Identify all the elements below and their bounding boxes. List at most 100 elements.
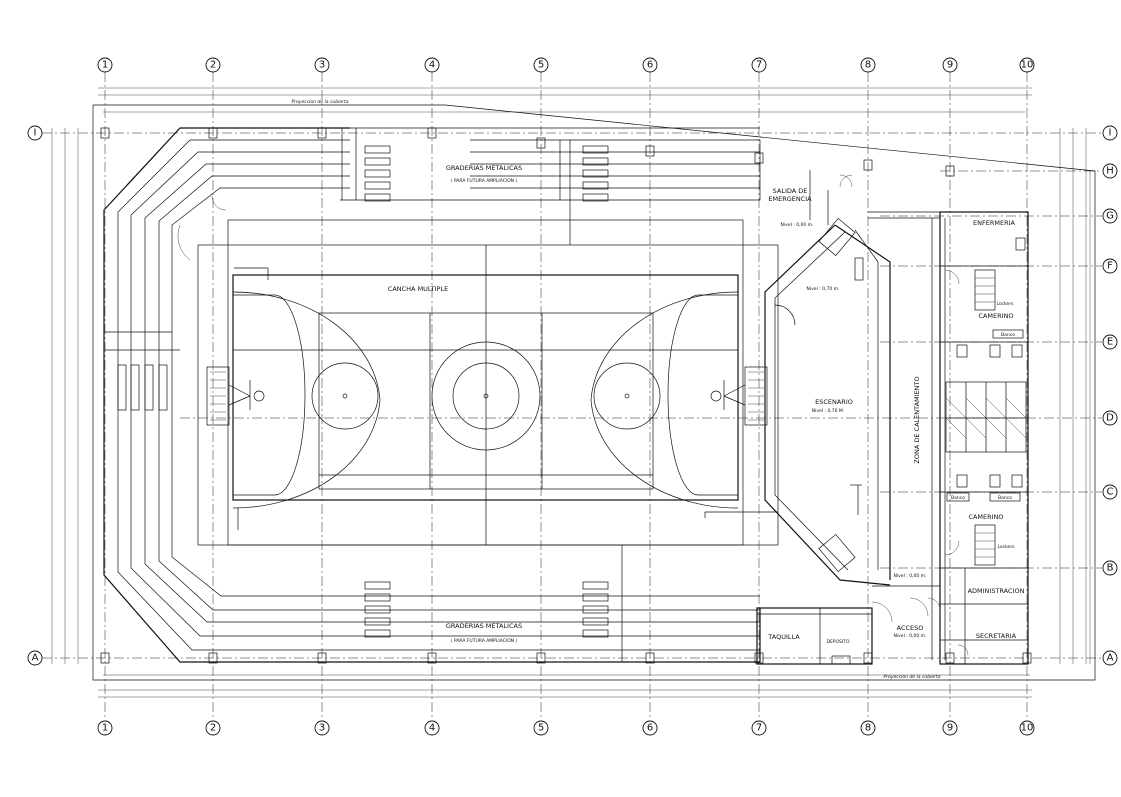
bleachers-top-label: GRADERIAS METALICAS [446,164,522,172]
entrance-area: TAQUILLA DEPOSITO ACCESO Nivel : 0,00 m. [756,585,941,665]
court-label: CANCHA MULTIPLE [388,285,448,293]
basketball-court: CANCHA MULTIPLE [197,219,779,546]
grid-bubble-col-7-bottom [751,720,767,736]
grid-bubble-row-F-right [1102,258,1118,274]
ramp-level: Nivel : 0,70 m. [807,286,840,292]
grid-label-col-2-top: 2 [210,60,216,71]
grid-label-col-3-bottom: 3 [319,723,325,734]
grid-bubble-col-10-bottom [1019,720,1035,736]
grid-bubble-row-H-right [1102,163,1118,179]
grid-label-row-D-right: D [1106,413,1114,424]
grid-bubble-col-5-bottom [533,720,549,736]
row-bubbles-right: A B C D E F G H I [1102,125,1118,666]
grid-bubble-col-8-top [860,57,876,73]
stage-area: ESCENARIO Nivel : 0,70 M. Nivel : 0,70 m… [764,170,927,586]
grid-bubble-col-1-top [97,57,113,73]
access-side-level: Nivel : 0,00 m. [894,573,927,579]
bleachers-top-note: ( PARA FUTURA AMPLIACION ) [451,178,518,184]
grid-bubble-col-5-top [533,57,549,73]
grid-bubble-row-A-left [27,650,43,666]
grid-bubble-row-C-right [1102,484,1118,500]
infirmary-label: ENFERMERIA [973,219,1015,227]
grid-bubble-col-10-top [1019,57,1035,73]
emergency-exit-label-line1: SALIDA DE [773,187,808,195]
grid-label-col-7-bottom: 7 [756,723,762,734]
grid-bubble-col-2-bottom [205,720,221,736]
grid-bubble-row-E-right [1102,334,1118,350]
grid-bubble-row-D-right [1102,410,1118,426]
grid-label-row-A-left: A [32,653,39,664]
grid-bubble-row-B-right [1102,560,1118,576]
emergency-exit-label-line2: EMERGENCIA [768,195,812,203]
stage-label: ESCENARIO [815,398,853,406]
column-bubbles-bottom: 1 2 3 4 5 6 7 8 9 10 [97,720,1035,736]
grid-label-row-B-right: B [1107,563,1114,574]
lockers-1-label: Lockers [996,301,1014,307]
service-wing: ENFERMERIA CAMERINO Lockers Banco Banco [868,211,1029,665]
bleachers-bottom-label: GRADERIAS METALICAS [446,622,522,630]
grid-label-row-I-right: I [1109,128,1112,139]
emergency-exit-level: Nivel : 0,00 m. [781,222,814,228]
stage-level: Nivel : 0,70 M. [812,408,844,414]
bleachers-bottom: GRADERIAS METALICAS ( PARA FUTURA AMPLIA… [364,581,609,644]
grid-axes [42,72,1102,720]
grid-label-col-1-top: 1 [102,60,108,71]
grid-bubble-row-I-left [27,125,43,141]
grid-label-col-4-top: 4 [429,60,435,71]
grid-bubble-row-G-right [1102,208,1118,224]
administration-label: ADMINISTRACION [968,587,1025,595]
grid-label-row-E-right: E [1107,337,1113,348]
grid-label-col-9-bottom: 9 [947,723,953,734]
row-bubbles-left: I A [27,125,43,666]
structural-columns [100,127,1032,664]
grid-bubble-col-1-bottom [97,720,113,736]
grid-label-col-6-top: 6 [647,60,653,71]
grid-label-col-10-bottom: 10 [1021,723,1034,734]
roof-projection: Proyeccion de la cubierta Proyeccion de … [92,99,1096,681]
grid-label-row-C-right: C [1107,487,1114,498]
grid-bubble-col-2-top [205,57,221,73]
grid-bubble-col-6-top [642,57,658,73]
bleachers-west [117,364,168,411]
grid-bubble-col-4-bottom [424,720,440,736]
grid-label-row-H-right: H [1106,166,1114,177]
bench-3-label: Banco [998,495,1012,501]
grid-bubble-col-6-bottom [642,720,658,736]
grid-bubble-col-3-bottom [314,720,330,736]
roof-projection-bottom-note: Proyeccion de la cubierta [883,674,940,680]
column-bubbles-top: 1 2 3 4 5 6 7 8 9 10 [97,57,1035,73]
grid-label-col-8-bottom: 8 [865,723,871,734]
grid-label-col-6-bottom: 6 [647,723,653,734]
secretary-label: SECRETARIA [976,632,1017,640]
grid-label-row-I-left: I [34,128,37,139]
grid-label-col-9-top: 9 [947,60,953,71]
grid-bubble-row-I-right [1102,125,1118,141]
access-level: Nivel : 0,00 m. [894,633,927,639]
lockers-2-label: Lockers [997,544,1015,550]
roof-projection-top-note: Proyeccion de la cubierta [291,99,348,105]
locker-room-2-label: CAMERINO [968,513,1003,521]
bench-2-label: Banco [951,495,965,501]
bench-1-label: Banco [1001,332,1015,338]
storage-label: DEPOSITO [826,639,849,645]
bleachers-top: GRADERIAS METALICAS ( PARA FUTURA AMPLIA… [364,145,609,202]
grid-bubble-col-3-top [314,57,330,73]
grid-label-col-1-bottom: 1 [102,723,108,734]
bleachers-bottom-note: ( PARA FUTURA AMPLIACION ) [451,638,518,644]
grid-label-col-5-bottom: 5 [538,723,544,734]
grid-label-col-10-top: 10 [1021,60,1034,71]
grid-label-row-A-right: A [1107,653,1114,664]
grid-bubble-col-4-top [424,57,440,73]
grid-label-col-3-top: 3 [319,60,325,71]
grid-label-col-5-top: 5 [538,60,544,71]
grid-bubble-col-8-bottom [860,720,876,736]
grid-bubble-row-A-right [1102,650,1118,666]
warmup-zone-label: ZONA DE CALENTAMIENTO [913,376,921,463]
grid-bubble-col-9-top [942,57,958,73]
locker-room-1-label: CAMERINO [978,312,1013,320]
grid-label-col-7-top: 7 [756,60,762,71]
grid-label-col-2-bottom: 2 [210,723,216,734]
grid-label-row-F-right: F [1107,261,1113,272]
grid-label-row-G-right: G [1106,211,1114,222]
